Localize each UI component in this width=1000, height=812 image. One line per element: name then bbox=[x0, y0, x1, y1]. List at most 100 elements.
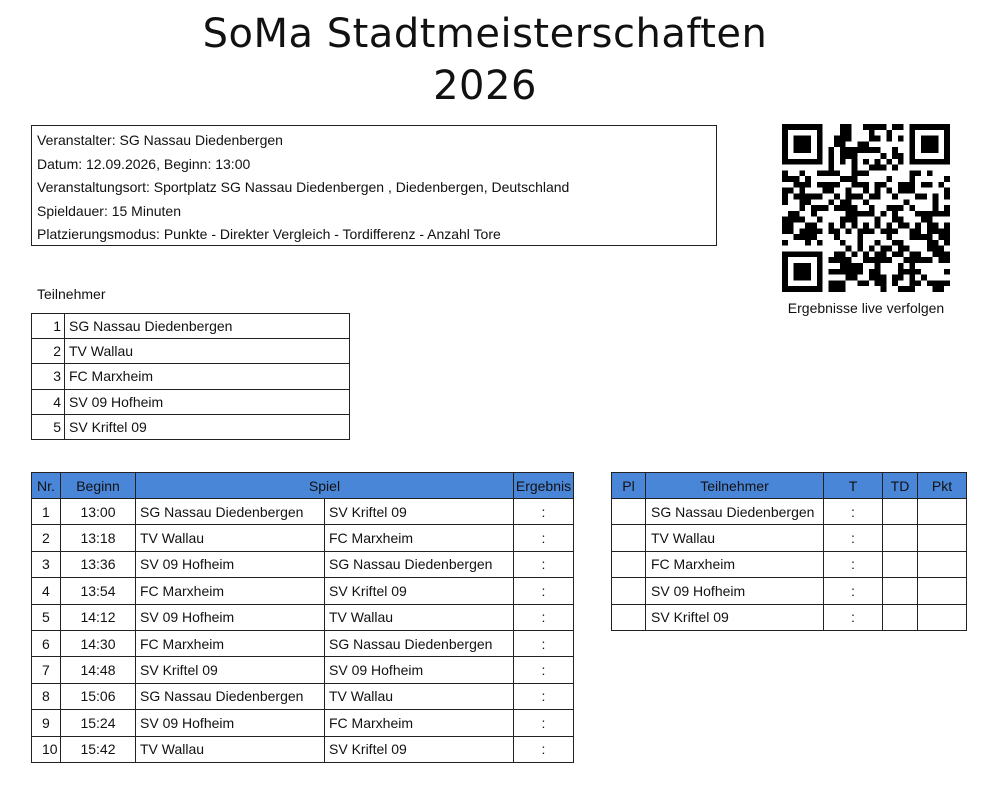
match-number: 4 bbox=[31, 577, 61, 605]
match-away-team: TV Wallau bbox=[324, 603, 514, 631]
match-home-team: TV Wallau bbox=[135, 735, 325, 763]
col-goals: T bbox=[823, 472, 883, 499]
match-home-team: SG Nassau Diedenbergen bbox=[135, 497, 325, 526]
col-points: Pkt bbox=[917, 472, 967, 499]
standings-goals: : bbox=[823, 603, 883, 631]
match-number: 8 bbox=[31, 682, 61, 711]
schedule-header-row: Nr. Beginn Spiel Ergebnis bbox=[31, 472, 574, 499]
title-line-2: 2026 bbox=[433, 63, 537, 109]
match-result: : bbox=[513, 497, 574, 526]
match-number: 5 bbox=[31, 603, 61, 631]
standings-header-row: Pl Teilnehmer T TD Pkt bbox=[611, 472, 967, 499]
info-venue: Veranstaltungsort: Sportplatz SG Nassau … bbox=[37, 179, 570, 195]
participant-number: 2 bbox=[31, 338, 65, 365]
match-number: 2 bbox=[31, 524, 61, 552]
participant-name: SV Kriftel 09 bbox=[64, 413, 350, 440]
standings-points bbox=[917, 497, 967, 526]
standings-points bbox=[917, 550, 967, 579]
match-result: : bbox=[513, 629, 574, 658]
match-result: : bbox=[513, 735, 574, 763]
match-start: 15:42 bbox=[60, 735, 136, 763]
standings-points bbox=[917, 603, 967, 631]
match-away-team: SV Kriftel 09 bbox=[324, 577, 514, 605]
participant-number: 1 bbox=[31, 312, 65, 340]
col-nr: Nr. bbox=[31, 472, 61, 499]
standings-goals: : bbox=[823, 577, 883, 605]
standings-goals: : bbox=[823, 550, 883, 579]
standings-place bbox=[611, 497, 646, 526]
page-title: SoMa Stadtmeisterschaften 2026 bbox=[0, 8, 970, 112]
participant-number: 3 bbox=[31, 363, 65, 390]
standings-place bbox=[611, 603, 646, 631]
match-start: 13:18 bbox=[60, 524, 136, 552]
participant-name: SV 09 Hofheim bbox=[64, 388, 350, 415]
match-away-team: FC Marxheim bbox=[324, 524, 514, 552]
match-start: 15:24 bbox=[60, 709, 136, 737]
standings-team: SG Nassau Diedenbergen bbox=[645, 497, 824, 526]
match-result: : bbox=[513, 709, 574, 737]
participant-number: 4 bbox=[31, 388, 65, 415]
participant-name: FC Marxheim bbox=[64, 363, 350, 390]
event-info-box: Veranstalter: SG Nassau Diedenbergen Dat… bbox=[31, 125, 717, 246]
match-number: 1 bbox=[31, 497, 61, 526]
col-start: Beginn bbox=[60, 472, 136, 499]
col-game: Spiel bbox=[135, 472, 514, 499]
title-line-1: SoMa Stadtmeisterschaften bbox=[202, 11, 768, 57]
match-start: 15:06 bbox=[60, 682, 136, 711]
qr-caption: Ergebnisse live verfolgen bbox=[787, 300, 945, 316]
col-result: Ergebnis bbox=[513, 472, 574, 499]
standings-row: TV Wallau: bbox=[611, 524, 967, 552]
standings-row: SV Kriftel 09: bbox=[611, 603, 967, 631]
col-team: Teilnehmer bbox=[645, 472, 824, 499]
match-result: : bbox=[513, 550, 574, 579]
standings-goal-diff bbox=[882, 524, 918, 552]
match-start: 14:48 bbox=[60, 656, 136, 684]
participant-name: TV Wallau bbox=[64, 338, 350, 365]
standings-row: SV 09 Hofheim: bbox=[611, 577, 967, 605]
match-away-team: SG Nassau Diedenbergen bbox=[324, 629, 514, 658]
info-organizer: Veranstalter: SG Nassau Diedenbergen bbox=[37, 132, 283, 148]
participant-name: SG Nassau Diedenbergen bbox=[64, 312, 350, 340]
participant-number: 5 bbox=[31, 413, 65, 440]
info-mode: Platzierungsmodus: Punkte - Direkter Ver… bbox=[37, 226, 501, 242]
standings-place bbox=[611, 577, 646, 605]
info-date: Datum: 12.09.2026, Beginn: 13:00 bbox=[37, 155, 251, 172]
standings-points bbox=[917, 524, 967, 552]
standings-team: SV 09 Hofheim bbox=[645, 577, 824, 605]
qr-code-icon[interactable] bbox=[782, 124, 950, 292]
standings-row: FC Marxheim: bbox=[611, 550, 967, 579]
match-home-team: SV Kriftel 09 bbox=[135, 656, 325, 684]
match-start: 13:00 bbox=[60, 497, 136, 526]
standings-goal-diff bbox=[882, 603, 918, 631]
participants-heading: Teilnehmer bbox=[37, 286, 106, 302]
match-home-team: SV 09 Hofheim bbox=[135, 550, 325, 579]
match-start: 13:54 bbox=[60, 577, 136, 605]
standings-row: SG Nassau Diedenbergen: bbox=[611, 497, 967, 526]
standings-place bbox=[611, 550, 646, 579]
match-home-team: SG Nassau Diedenbergen bbox=[135, 682, 325, 711]
match-number: 7 bbox=[31, 656, 61, 684]
match-number: 9 bbox=[31, 709, 61, 737]
standings-team: SV Kriftel 09 bbox=[645, 603, 824, 631]
info-duration: Spieldauer: 15 Minuten bbox=[37, 202, 181, 219]
match-away-team: SG Nassau Diedenbergen bbox=[324, 550, 514, 579]
standings-table: Pl Teilnehmer T TD Pkt SG Nassau Diedenb… bbox=[611, 472, 967, 631]
match-number: 3 bbox=[31, 550, 61, 579]
standings-points bbox=[917, 577, 967, 605]
match-home-team: FC Marxheim bbox=[135, 577, 325, 605]
match-home-team: SV 09 Hofheim bbox=[135, 709, 325, 737]
match-start: 14:12 bbox=[60, 603, 136, 631]
standings-team: FC Marxheim bbox=[645, 550, 824, 579]
standings-goals: : bbox=[823, 497, 883, 526]
